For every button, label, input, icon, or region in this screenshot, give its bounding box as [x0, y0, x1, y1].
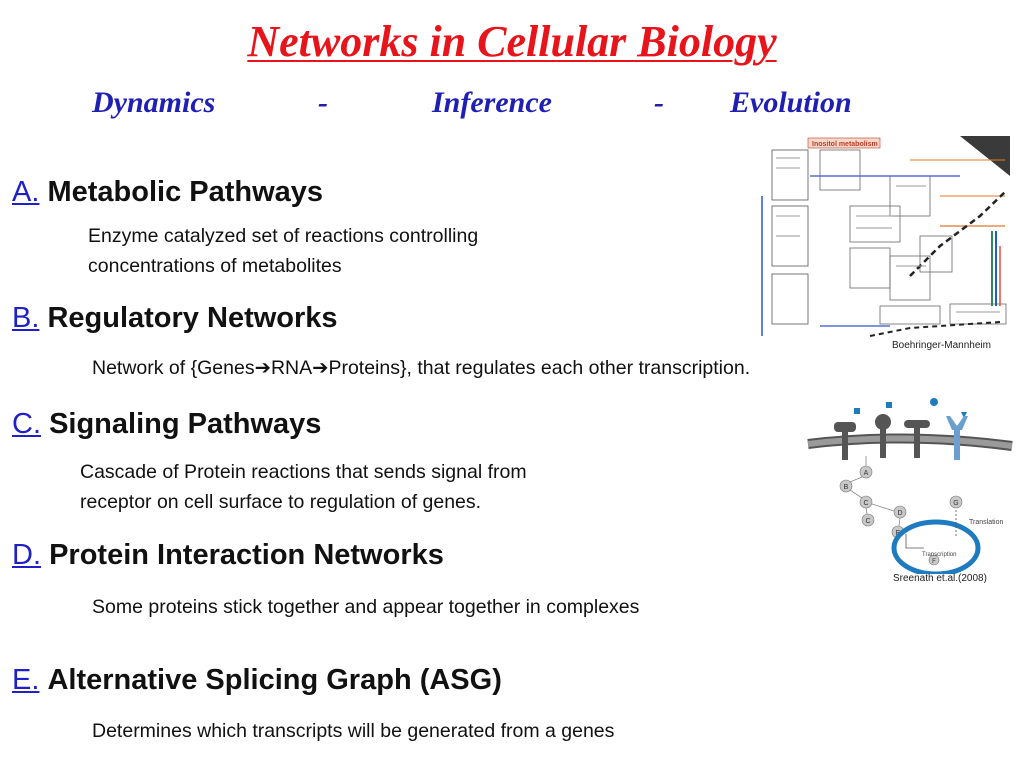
- section-d-title: Protein Interaction Networks: [49, 539, 444, 571]
- transcription-label: Transcription: [922, 552, 956, 558]
- section-c-title: Signaling Pathways: [49, 408, 322, 440]
- section-d-description: Some proteins stick together and appear …: [92, 592, 639, 622]
- subtitle-dynamics: Dynamics: [92, 86, 216, 119]
- subtitle-separator-1: -: [318, 86, 328, 119]
- section-c-description: Cascade of Protein reactions that sends …: [80, 457, 527, 517]
- signaling-node-d: D: [897, 510, 902, 517]
- section-e-letter: E.: [12, 664, 40, 696]
- section-e-heading: E. Alternative Splicing Graph (ASG): [12, 664, 502, 697]
- signaling-node-f: F: [932, 559, 936, 565]
- section-b-desc-part-3: Proteins}, that regulates each other tra…: [328, 357, 751, 379]
- section-b-heading: B. Regulatory Networks: [12, 302, 338, 335]
- signaling-node-a: A: [864, 470, 869, 477]
- section-d-heading: D. Protein Interaction Networks: [12, 539, 444, 572]
- translation-label: Translation: [969, 519, 1003, 526]
- subtitle-separator-2: -: [654, 86, 664, 119]
- signaling-node-g: G: [953, 500, 958, 507]
- subtitle-inference: Inference: [432, 86, 552, 119]
- section-e-desc-line-1: Determines which transcripts will be gen…: [92, 720, 615, 742]
- section-b-desc-part-1: Network of {Genes: [92, 357, 255, 379]
- section-e-description: Determines which transcripts will be gen…: [92, 716, 614, 746]
- section-c-letter: C.: [12, 408, 41, 440]
- section-c-desc-line-1: Cascade of Protein reactions that sends …: [80, 461, 527, 483]
- section-b-title: Regulatory Networks: [47, 302, 338, 334]
- metabolic-figure-header: Inositol metabolism: [812, 141, 878, 148]
- section-c-desc-line-2: receptor on cell surface to regulation o…: [80, 491, 482, 513]
- section-b-description: Network of {Genes➔RNA➔Proteins}, that re…: [92, 353, 750, 383]
- signaling-figure-caption: Sreenath et.al.(2008): [893, 573, 987, 584]
- signaling-pathway-diagram: A B C C D E G F Translation Transcriptio…: [807, 398, 1013, 574]
- slide-title: Networks in Cellular Biology: [247, 17, 777, 66]
- section-a-title: Metabolic Pathways: [47, 176, 324, 208]
- section-b-letter: B.: [12, 302, 40, 334]
- metabolic-figure-caption: Boehringer-Mannheim: [892, 340, 991, 351]
- signaling-node-b: B: [844, 484, 849, 491]
- signaling-node-c1: C: [863, 500, 868, 507]
- metabolic-pathway-diagram: Inositol metabolism: [760, 136, 1010, 342]
- section-a-description: Enzyme catalyzed set of reactions contro…: [88, 221, 478, 281]
- section-a-heading: A. Metabolic Pathways: [12, 176, 323, 209]
- section-b-desc-part-2: RNA: [270, 357, 313, 379]
- section-c-heading: C. Signaling Pathways: [12, 408, 321, 441]
- arrow-right-icon: ➔: [254, 357, 271, 379]
- subtitle-evolution: Evolution: [730, 86, 852, 119]
- signaling-node-c2: C: [865, 518, 870, 525]
- section-d-desc-line-1: Some proteins stick together and appear …: [92, 596, 640, 618]
- arrow-right-icon: ➔: [312, 357, 329, 379]
- section-d-letter: D.: [12, 539, 41, 571]
- section-a-letter: A.: [12, 176, 40, 208]
- section-a-desc-line-1: Enzyme catalyzed set of reactions contro…: [88, 225, 479, 247]
- section-e-title: Alternative Splicing Graph (ASG): [47, 664, 502, 696]
- section-a-desc-line-2: concentrations of metabolites: [88, 255, 342, 277]
